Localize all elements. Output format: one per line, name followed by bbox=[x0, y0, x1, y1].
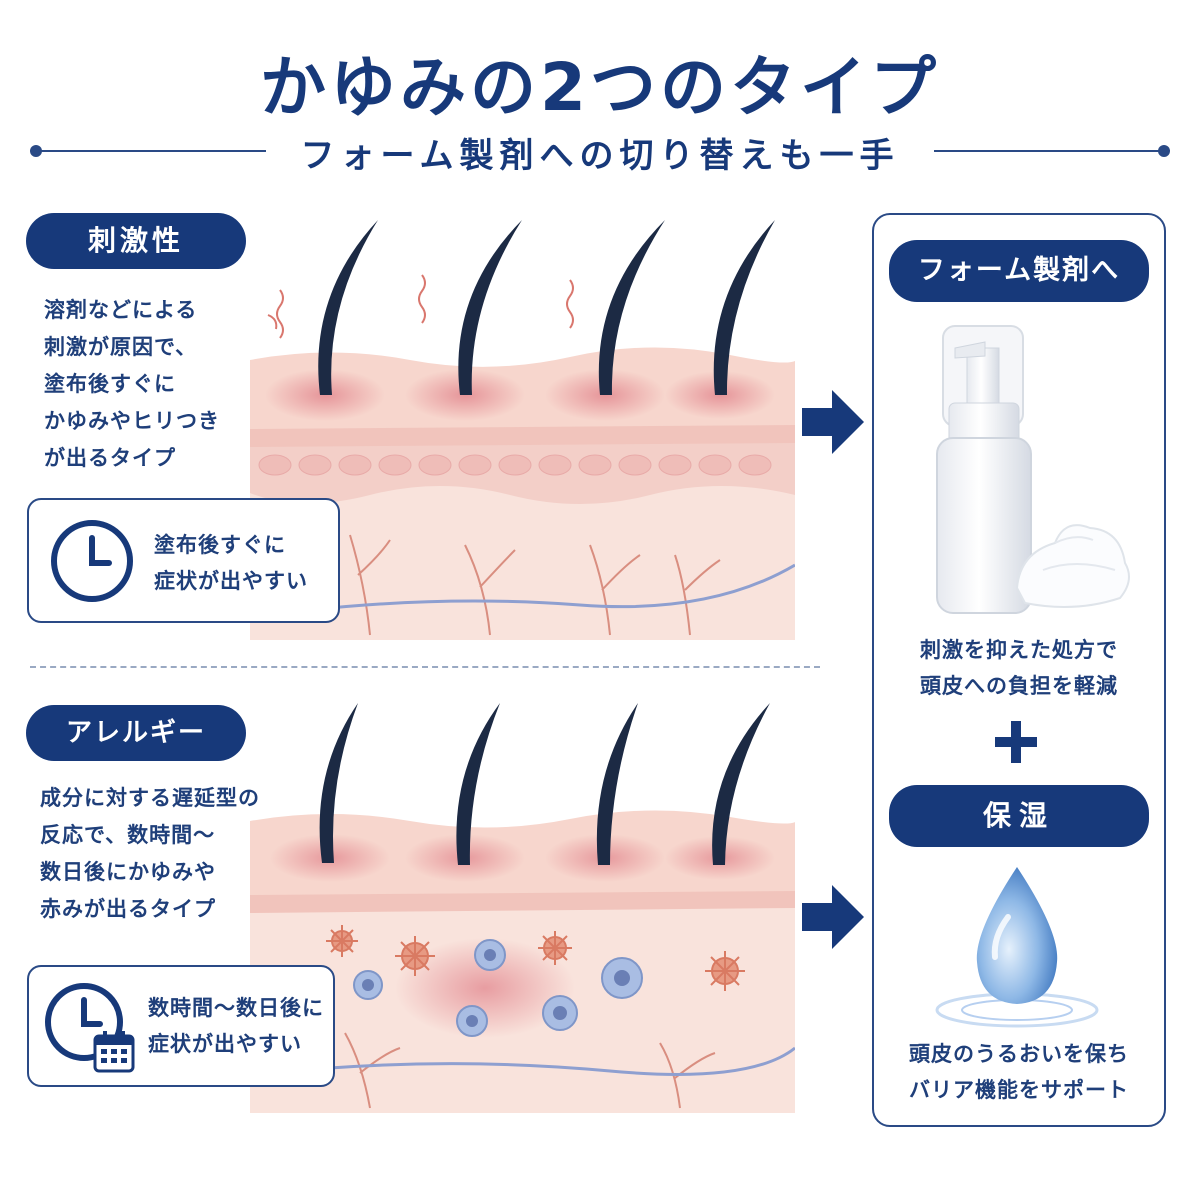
irritant-desc-line: 刺激が原因で、 bbox=[44, 335, 198, 359]
allergy-desc-line: 成分に対する遅延型の bbox=[40, 786, 260, 810]
plus-icon bbox=[995, 721, 1037, 763]
irritant-desc-line: かゆみやヒリつき bbox=[44, 409, 220, 433]
irritant-description: 溶剤などによる 刺激が原因で、 塗布後すぐに かゆみやヒリつき が出るタイプ bbox=[44, 292, 220, 477]
moisture-label: 保湿 bbox=[889, 785, 1149, 847]
subtitle-row: フォーム製剤への切り替えも一手 bbox=[30, 128, 1170, 176]
allergy-desc-line: 数日後にかゆみや bbox=[40, 860, 216, 884]
clock-icon bbox=[51, 520, 133, 602]
moisture-text-line: 頭皮のうるおいを保ち bbox=[909, 1042, 1129, 1066]
irritant-desc-line: 溶剤などによる bbox=[44, 298, 198, 322]
allergy-note-line: 症状が出やすい bbox=[148, 1032, 302, 1056]
foam-bottle-icon bbox=[936, 325, 1130, 614]
water-drop-icon bbox=[935, 867, 1099, 1028]
irritant-desc-line: が出るタイプ bbox=[44, 446, 176, 470]
allergy-desc-line: 赤みが出るタイプ bbox=[40, 897, 216, 921]
page-title: かゆみの2つのタイプ bbox=[260, 49, 940, 126]
foam-label: フォーム製剤へ bbox=[889, 240, 1149, 302]
foam-text-line: 刺激を抑えた処方で bbox=[920, 638, 1118, 662]
irritant-desc-line: 塗布後すぐに bbox=[44, 372, 176, 396]
moisture-text-line: バリア機能をサポート bbox=[909, 1078, 1129, 1102]
allergy-skin-illustration bbox=[250, 703, 795, 1113]
foam-text: 刺激を抑えた処方で 頭皮への負担を軽減 bbox=[872, 632, 1166, 704]
arrow-right-icon bbox=[802, 885, 864, 949]
irritant-skin-illustration bbox=[250, 220, 795, 640]
allergy-note-text: 数時間～数日後に 症状が出やすい bbox=[148, 990, 324, 1062]
allergy-note-line: 数時間～数日後に bbox=[148, 996, 324, 1020]
irritant-note-text: 塗布後すぐに 症状が出やすい bbox=[154, 527, 308, 599]
irritant-note-line: 症状が出やすい bbox=[154, 569, 308, 593]
subtitle-line-right bbox=[934, 150, 1164, 152]
arrow-right-icon bbox=[802, 390, 864, 454]
irritant-label: 刺激性 bbox=[26, 213, 246, 269]
subtitle-line-left bbox=[36, 150, 266, 152]
allergy-desc-line: 反応で、数時間～ bbox=[40, 823, 216, 847]
section-divider bbox=[30, 666, 820, 668]
subtitle-dot-right bbox=[1158, 145, 1170, 157]
foam-text-line: 頭皮への負担を軽減 bbox=[920, 674, 1118, 698]
calendar-icon bbox=[93, 1031, 135, 1073]
page-subtitle: フォーム製剤への切り替えも一手 bbox=[300, 136, 900, 176]
allergy-label: アレルギー bbox=[26, 705, 246, 761]
irritant-note-line: 塗布後すぐに bbox=[154, 533, 286, 557]
allergy-description: 成分に対する遅延型の 反応で、数時間～ 数日後にかゆみや 赤みが出るタイプ bbox=[40, 780, 260, 928]
moisture-text: 頭皮のうるおいを保ち バリア機能をサポート bbox=[872, 1036, 1166, 1108]
